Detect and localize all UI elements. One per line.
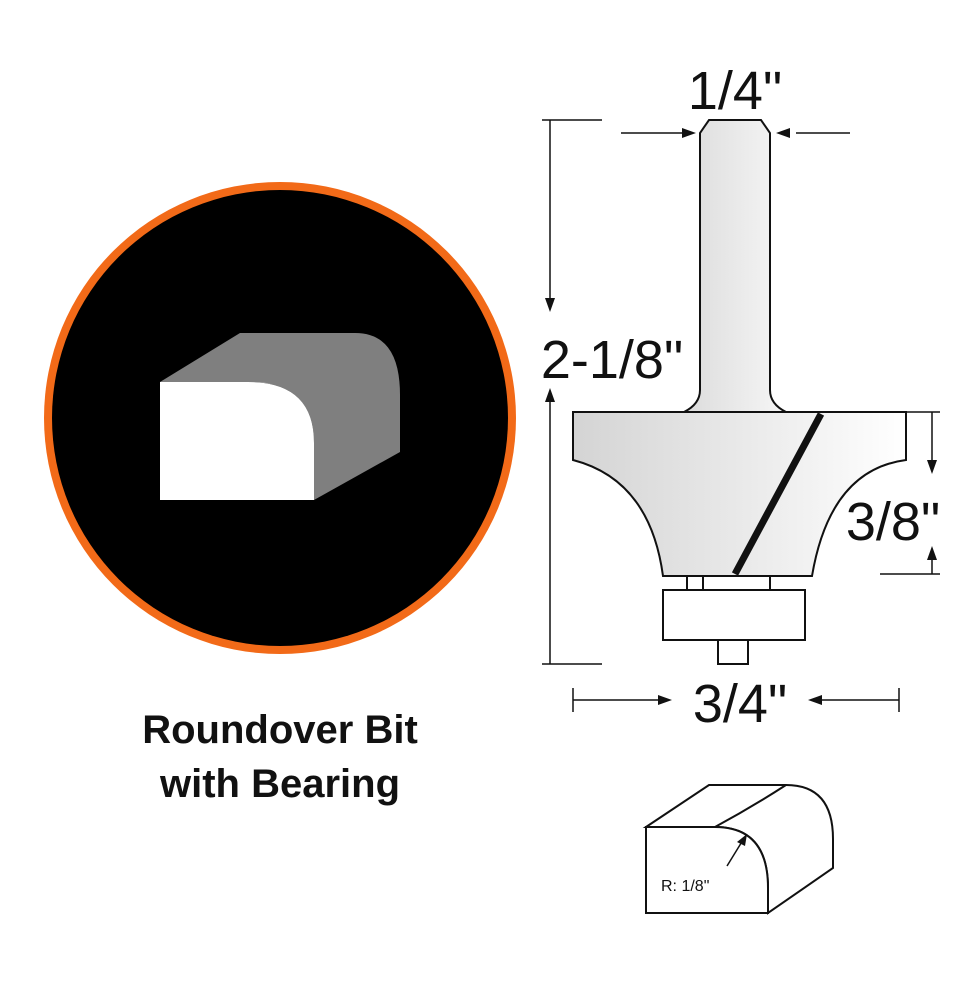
- arrow-up-icon: [545, 388, 555, 402]
- bit-shank: [683, 119, 787, 413]
- caption-line2: with Bearing: [159, 762, 400, 806]
- dim-cut-diameter-label: 3/4": [693, 674, 787, 734]
- bit-cutter: [572, 411, 907, 577]
- dim-cut-height-label: 3/8": [846, 492, 940, 552]
- router-bit: [572, 119, 907, 665]
- dim-cut-height: [880, 411, 940, 575]
- arrow-left-icon: [776, 128, 790, 138]
- arrow-right-icon: [682, 128, 696, 138]
- block-front-face: [160, 382, 314, 500]
- profile-radius-label: R: 1/8": [661, 878, 709, 895]
- dim-overall-length: [542, 119, 602, 665]
- profile-badge: [44, 182, 516, 654]
- bit-cutting-edge: [731, 412, 825, 576]
- profile-outline: [642, 784, 834, 915]
- bit-spacer: [686, 575, 771, 591]
- arrow-up-icon: [927, 546, 937, 560]
- dim-shank: [621, 128, 850, 138]
- arrow-icon: [737, 834, 747, 846]
- arrow-right-icon: [658, 695, 672, 705]
- block-top-face: [160, 333, 400, 500]
- bit-screw: [717, 639, 749, 665]
- arrow-left-icon: [808, 695, 822, 705]
- dim-shank-label: 1/4": [688, 61, 782, 121]
- dim-overall-length-label: 2-1/8": [541, 330, 683, 390]
- arrow-down-icon: [545, 298, 555, 312]
- profile-front-face: [645, 826, 769, 914]
- radius-pointer: [726, 839, 744, 867]
- bit-bearing: [662, 589, 806, 641]
- dim-cut-diameter: [572, 688, 900, 712]
- caption-line1: Roundover Bit: [142, 708, 418, 752]
- arrow-down-icon: [927, 460, 937, 474]
